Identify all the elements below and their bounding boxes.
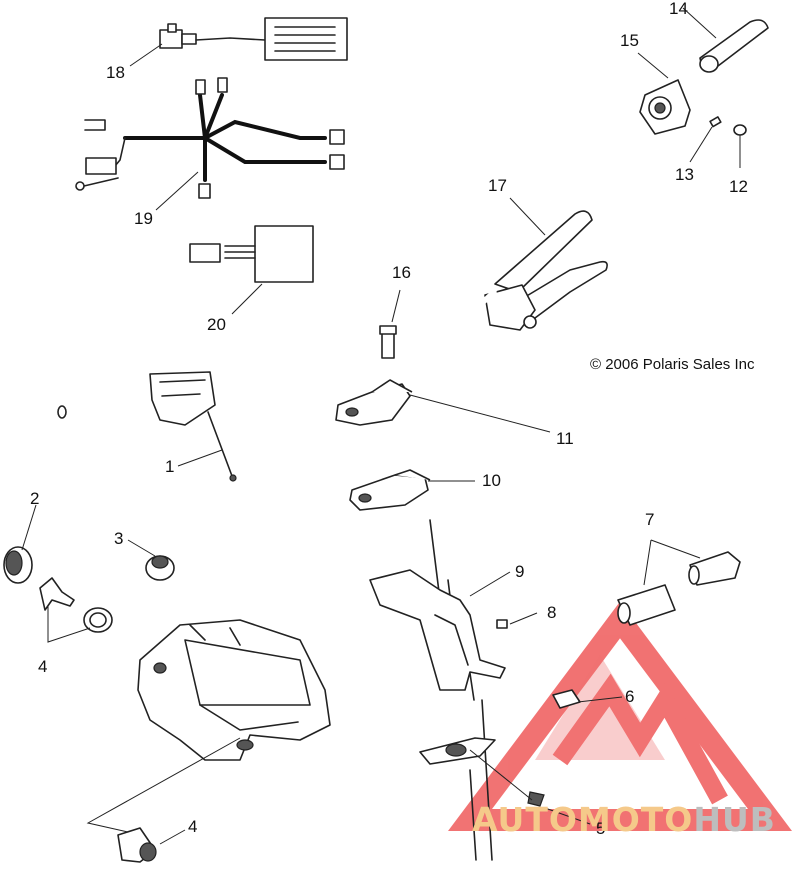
callout-12: 12 xyxy=(729,177,748,196)
part-11-upper-clamp xyxy=(335,379,551,433)
callout-18: 18 xyxy=(106,63,125,82)
callout-6: 6 xyxy=(625,687,635,706)
part-6-cap xyxy=(552,689,623,709)
part-1-cable xyxy=(177,411,237,482)
handlebar xyxy=(57,289,497,473)
part-16-bolt xyxy=(379,289,401,359)
part-5-plate-nut xyxy=(419,737,591,825)
callout-20: 20 xyxy=(207,315,226,334)
part-20-module xyxy=(189,225,314,315)
part-17-grip-lever xyxy=(484,197,608,331)
callout-3: 3 xyxy=(114,529,124,548)
callout-9: 9 xyxy=(515,562,525,581)
callout-15: 15 xyxy=(620,31,639,50)
switch-housing xyxy=(149,371,216,426)
part-7-components xyxy=(617,539,741,626)
callout-17: 17 xyxy=(488,176,507,195)
part-14-grip xyxy=(682,7,769,73)
part-12-nut xyxy=(733,124,747,168)
callout-2: 2 xyxy=(30,489,40,508)
callout-14: 14 xyxy=(669,0,688,18)
part-4-lower-switch xyxy=(86,737,241,863)
part-10-lower-clamp xyxy=(349,469,475,511)
part-13-screw xyxy=(689,116,722,163)
part-8-screw xyxy=(496,612,538,629)
watermark-text: AUTOMOTOHUB xyxy=(472,800,776,839)
part-9-bracket xyxy=(369,569,511,691)
callout-4-lower: 4 xyxy=(188,817,198,836)
dash-housing xyxy=(137,619,331,761)
callout-10: 10 xyxy=(482,471,501,490)
part-15-throttle-housing xyxy=(637,52,691,135)
callout-13: 13 xyxy=(675,165,694,184)
callout-16: 16 xyxy=(392,263,411,282)
part-2-cap xyxy=(3,504,37,584)
part-18-connector xyxy=(129,17,348,67)
callout-11: 11 xyxy=(556,429,574,448)
callout-4-upper: 4 xyxy=(38,657,48,676)
part-4-switch-ring xyxy=(39,577,113,643)
callout-1: 1 xyxy=(165,457,175,476)
callout-8: 8 xyxy=(547,603,557,622)
part-3-grommet xyxy=(127,539,175,581)
watermark-text-part2: HUB xyxy=(693,800,776,839)
watermark-logo xyxy=(448,601,792,831)
callout-7: 7 xyxy=(645,510,655,529)
callout-5: 5 xyxy=(596,819,606,838)
callout-19: 19 xyxy=(134,209,153,228)
watermark-text-part1: AUTOMOTO xyxy=(472,800,694,839)
part-19-wire-harness xyxy=(75,77,345,211)
copyright-notice: © 2006 Polaris Sales Inc xyxy=(590,356,755,373)
